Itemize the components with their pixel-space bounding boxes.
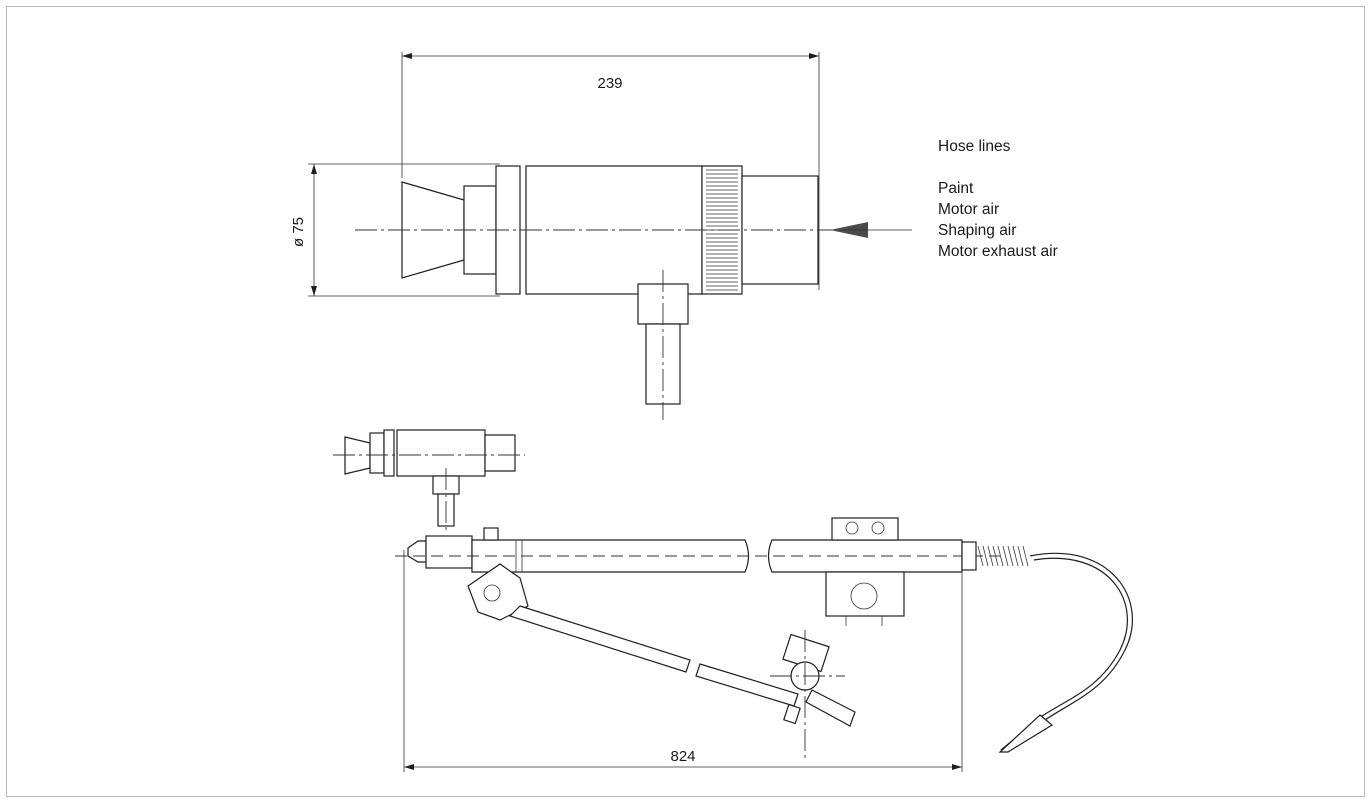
legend-item: Shaping air: [938, 222, 1017, 239]
atomizer-small-view: [333, 429, 525, 530]
dimension-label-diameter: ø 75: [290, 217, 307, 247]
hose-lines-list: Paint Motor air Shaping air Motor exhaus…: [938, 178, 1058, 262]
holder-assembly: [395, 517, 1133, 772]
dimension-label-overall: 824: [670, 748, 695, 765]
holder-end-block: [425, 535, 473, 569]
cable-end-fitting: [998, 714, 1054, 753]
drawing-frame: [6, 6, 1365, 797]
dimension-label-length: 239: [597, 75, 622, 92]
legend-item: Paint: [938, 180, 974, 197]
hose-lines-legend: Hose lines: [938, 136, 1010, 157]
atomizer-side-view: [308, 52, 912, 420]
arm-end-rod: [805, 689, 856, 727]
clamp-top: [831, 517, 899, 541]
holder-bar-left: [471, 539, 750, 573]
arm-mid: [695, 663, 799, 707]
pivot-link: [467, 563, 529, 621]
legend-item: Motor exhaust air: [938, 243, 1058, 260]
legend-item: Motor air: [938, 201, 1000, 218]
holder-tip: [407, 540, 427, 563]
control-cable: [1004, 552, 1133, 753]
clamp-body: [825, 571, 905, 617]
arm-left: [508, 605, 691, 673]
legend-heading: Hose lines: [938, 138, 1011, 155]
